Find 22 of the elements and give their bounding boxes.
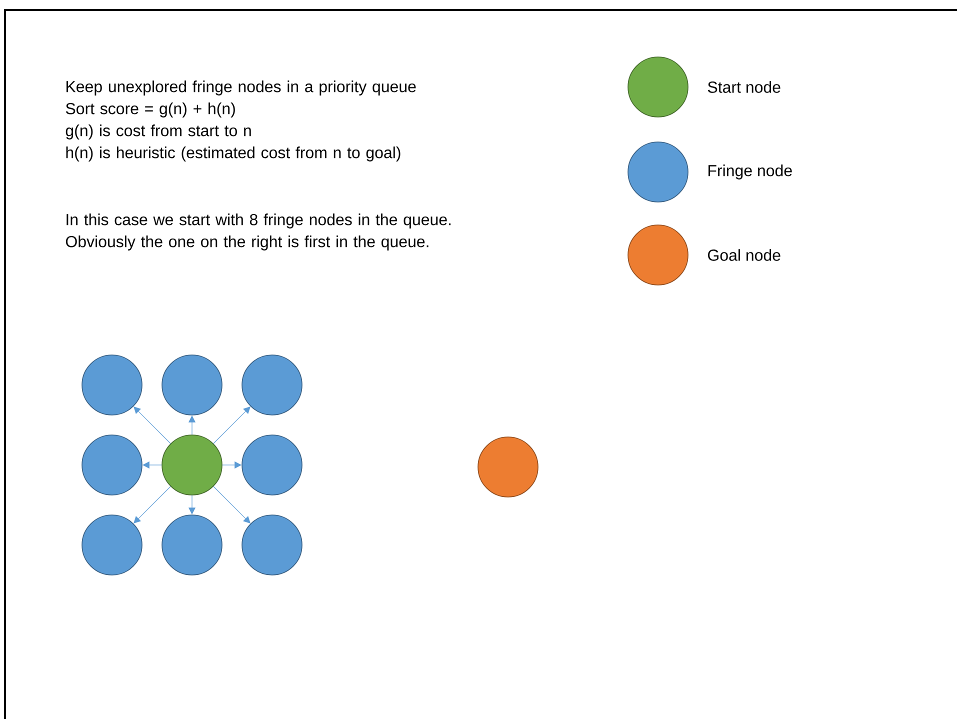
circle-node (242, 514, 302, 576)
body-text: h(n) is heuristic (estimated cost from n to goal) (66, 146, 400, 162)
body-text: Sort score = g(n) + h(n) (66, 102, 235, 118)
circle-node (162, 514, 222, 576)
circle-node (242, 434, 302, 496)
circle-node (82, 514, 142, 576)
body-text: g(n) is cost from start to n (66, 124, 251, 140)
arrow (213, 406, 250, 444)
circle-node (82, 354, 142, 416)
legend-label: Goal node (708, 249, 780, 261)
circle-node (162, 354, 222, 416)
circle-node (242, 354, 302, 416)
body-text: Keep unexplored fringe nodes in a priority queue (66, 80, 416, 96)
legend-label: Start node (708, 81, 780, 93)
body-text: In this case we start with 8 fringe nodes in the queue. Obviously the one on the right is first in the queue. (66, 214, 451, 250)
legend-label: Fringe node (708, 164, 792, 180)
circle-node (82, 434, 142, 496)
circle-node (478, 436, 538, 498)
arrow (134, 486, 171, 524)
circle-node (162, 434, 222, 496)
arrow (134, 406, 171, 444)
arrow (213, 486, 250, 524)
